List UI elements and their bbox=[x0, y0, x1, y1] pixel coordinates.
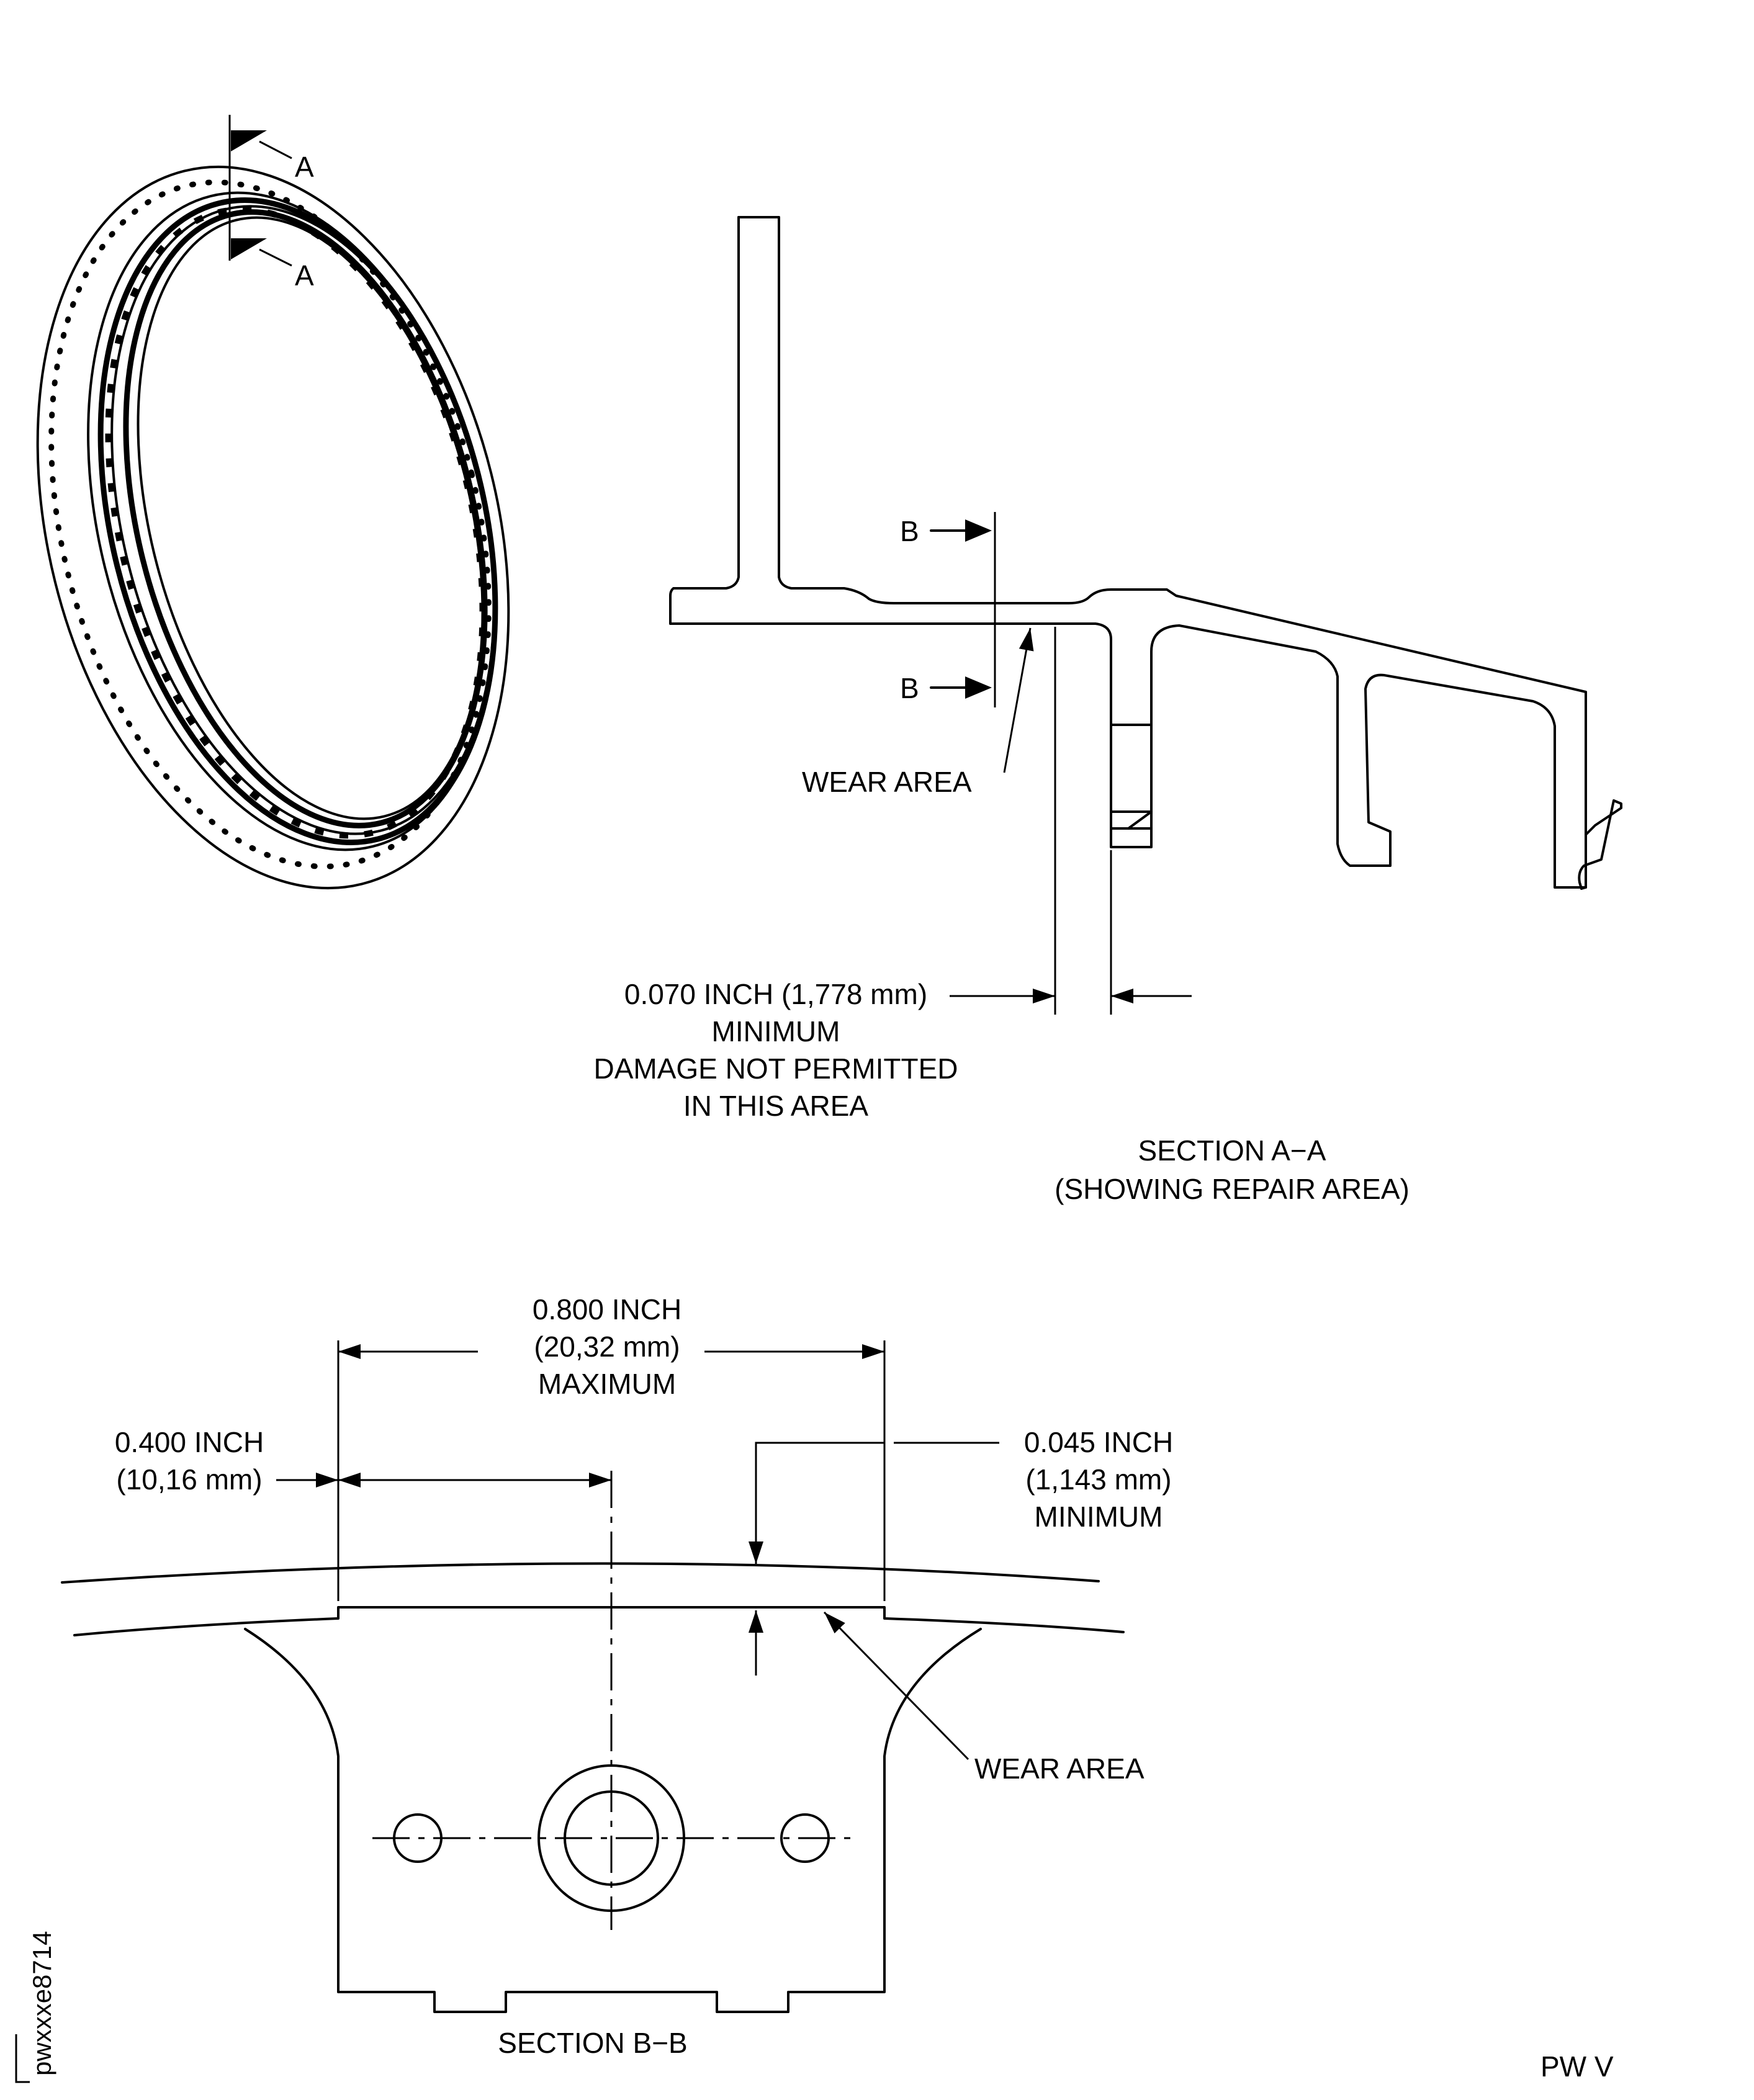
cut-arrow-b-top bbox=[965, 519, 992, 542]
aa-dim-line4: IN THIS AREA bbox=[683, 1090, 869, 1122]
footer-code: PW V bbox=[1540, 2050, 1614, 2083]
ring-bolt-circle bbox=[48, 179, 492, 869]
ring-inner-bore bbox=[137, 216, 484, 820]
aa-dim-line3: DAMAGE NOT PERMITTED bbox=[594, 1052, 958, 1085]
section-b-b-dimensions: 0.800 INCH (20,32 mm) MAXIMUM 0.400 INCH… bbox=[115, 1293, 1173, 2059]
bb-half-line2: (10,16 mm) bbox=[116, 1463, 262, 1496]
section-bb-title: SECTION B−B bbox=[498, 2027, 687, 2059]
section-a-a-profile bbox=[669, 216, 1622, 890]
aa-dim-line1: 0.070 INCH (1,778 mm) bbox=[624, 978, 927, 1010]
ring-outer-flange bbox=[36, 165, 510, 890]
section-b-b-profile bbox=[61, 1471, 1125, 2013]
bb-depth-line1: 0.045 INCH bbox=[1024, 1426, 1173, 1458]
bb-width-line3: MAXIMUM bbox=[538, 1368, 676, 1400]
section-cut-a-a: A A bbox=[228, 115, 314, 292]
bb-depth-line3: MINIMUM bbox=[1035, 1501, 1163, 1533]
figure-id-text: pwxxxe8714 bbox=[27, 1931, 56, 2076]
cut-arrow-a-top bbox=[231, 130, 267, 151]
bb-half-line1: 0.400 INCH bbox=[115, 1426, 264, 1458]
section-cut-b-b: B B bbox=[900, 512, 996, 707]
figure-id: pwxxxe8714 bbox=[15, 1931, 56, 2083]
cut-arrow-a-bottom bbox=[231, 238, 267, 259]
bb-width-line2: (20,32 mm) bbox=[534, 1330, 680, 1363]
section-aa-subtitle: (SHOWING REPAIR AREA) bbox=[1055, 1173, 1410, 1205]
ring-iso-view bbox=[36, 165, 510, 890]
cut-label-b-top: B bbox=[900, 515, 919, 547]
bb-width-line1: 0.800 INCH bbox=[533, 1293, 681, 1326]
cut-label-b-bottom: B bbox=[900, 672, 919, 704]
aa-wear-area-label: WEAR AREA bbox=[802, 766, 972, 798]
bb-depth-line2: (1,143 mm) bbox=[1025, 1463, 1171, 1496]
cut-label-a-top: A bbox=[295, 151, 314, 183]
cut-label-a-bottom: A bbox=[295, 259, 314, 292]
section-aa-title: SECTION A−A bbox=[1138, 1134, 1326, 1167]
cut-arrow-b-bottom bbox=[965, 676, 992, 699]
section-a-a-dimensions: WEAR AREA 0.070 INCH (1,778 mm) MINIMUM … bbox=[594, 627, 1410, 1205]
aa-dim-line2: MINIMUM bbox=[712, 1015, 840, 1048]
bb-wear-area-label: WEAR AREA bbox=[974, 1752, 1145, 1785]
